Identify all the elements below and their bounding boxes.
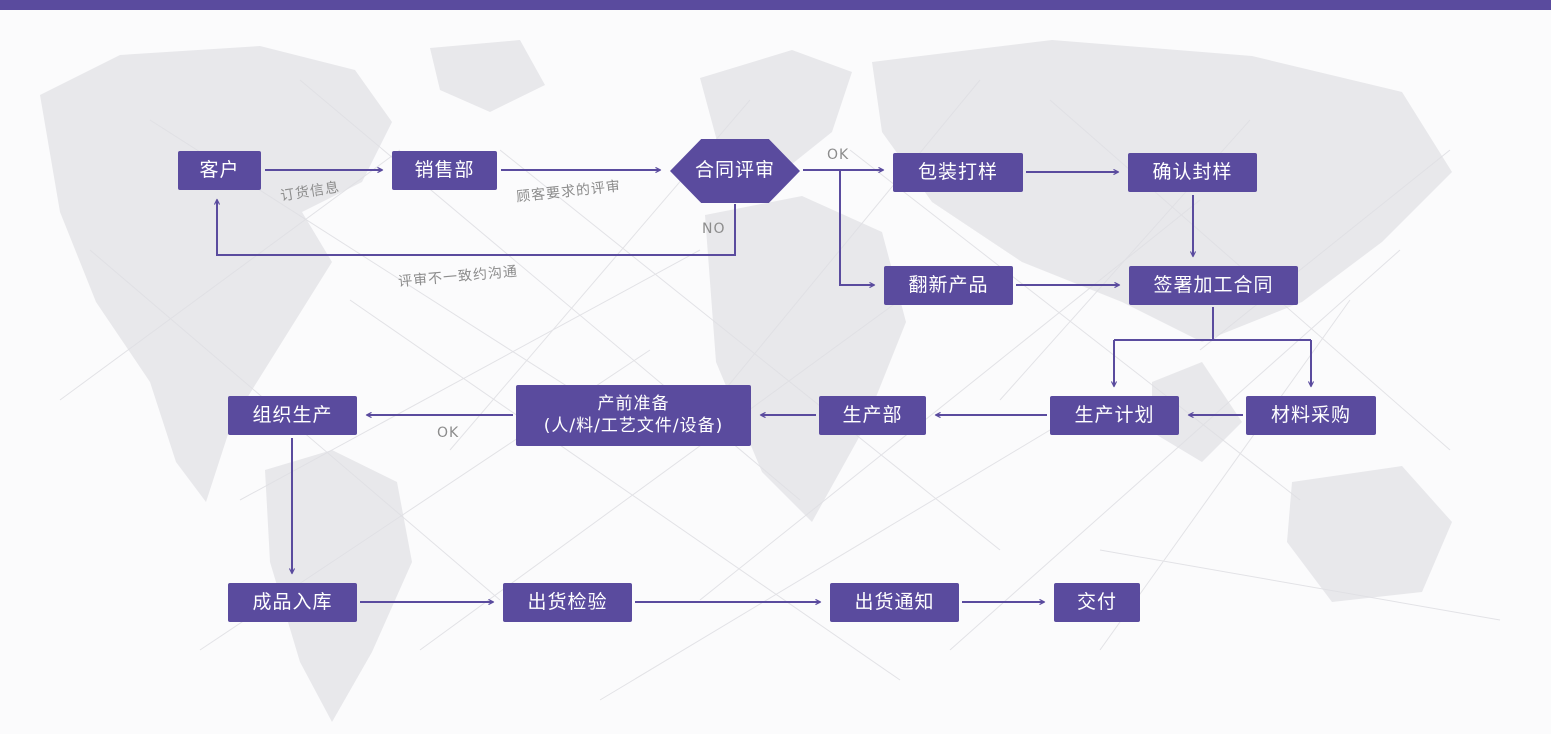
edge-label-order-info: 订货信息: [279, 179, 342, 205]
edge-label-customer-requirement-review: 顾客要求的评审: [515, 178, 622, 206]
node-preproduction-line2: (人/料/工艺文件/设备): [543, 415, 724, 436]
arrow-review-no-back-to-customer: [214, 198, 736, 256]
edge-label-no: NO: [702, 221, 726, 237]
node-refurbished-product: 翻新产品: [884, 266, 1013, 305]
edge-label-ok-bottom: OK: [437, 425, 460, 441]
node-packaging-sample: 包装打样: [893, 153, 1023, 192]
edge-label-ok-top: OK: [827, 147, 850, 163]
node-contract-review: 合同评审: [670, 139, 800, 203]
node-delivery: 交付: [1054, 583, 1140, 622]
node-sales-dept: 销售部: [392, 151, 497, 190]
map-australia: [1287, 466, 1452, 602]
node-finished-warehouse: 成品入库: [228, 583, 357, 622]
edge-label-review-disagreement: 评审不一致约沟通: [397, 263, 519, 291]
node-confirm-sample: 确认封样: [1128, 153, 1257, 192]
arrow-ok-branch-to-refurbish: [839, 171, 876, 288]
node-customer: 客户: [178, 151, 261, 190]
node-preproduction-line1: 产前准备: [597, 394, 670, 415]
node-shipment-inspection: 出货检验: [503, 583, 632, 622]
node-sign-contract: 签署加工合同: [1129, 266, 1298, 305]
node-preproduction: 产前准备 (人/料/工艺文件/设备): [516, 385, 751, 446]
map-africa: [705, 196, 906, 522]
node-production-plan: 生产计划: [1050, 396, 1179, 435]
node-shipment-notice: 出货通知: [830, 583, 959, 622]
node-production-dept: 生产部: [819, 396, 926, 435]
node-organize-production: 组织生产: [228, 396, 357, 435]
top-accent-bar: [0, 0, 1551, 10]
map-greenland: [430, 40, 545, 112]
node-material-purchase: 材料采购: [1246, 396, 1376, 435]
